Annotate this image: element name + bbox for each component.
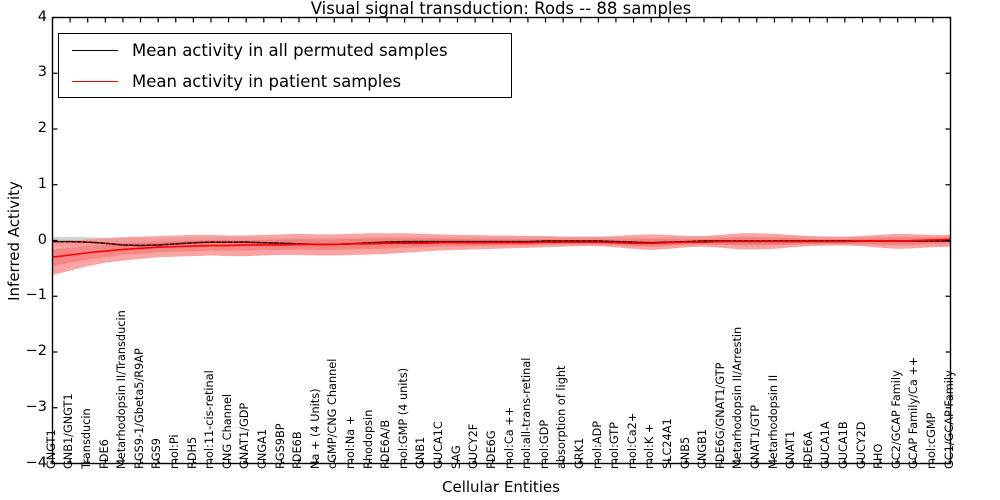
legend-item-permuted: Mean activity in all permuted samples <box>59 34 448 66</box>
y-tick-label: 4 <box>37 8 47 25</box>
legend-swatch-patient <box>72 80 118 82</box>
y-tick-label: 0 <box>37 231 47 248</box>
y-tick-label: −1 <box>25 287 47 304</box>
y-tick-label: −3 <box>25 398 47 415</box>
patient-dotted-overlay <box>52 240 951 247</box>
legend-swatch-permuted <box>72 49 118 51</box>
y-tick-label: −2 <box>25 343 47 359</box>
y-tick-label: 2 <box>37 120 47 136</box>
y-tick-label: 3 <box>37 64 47 81</box>
legend-label-permuted: Mean activity in all permuted samples <box>132 40 448 60</box>
legend-item-patient: Mean activity in patient samples <box>59 65 401 97</box>
y-tick-label: −4 <box>25 454 47 471</box>
y-tick-labels: 4 3 2 1 0 −1 −2 −3 −4 <box>0 0 47 500</box>
legend-label-patient: Mean activity in patient samples <box>132 71 402 91</box>
y-tick-label: 1 <box>37 175 47 192</box>
x-axis-label: Cellular Entities <box>442 478 560 496</box>
chart-title: Visual signal transduction: Rods -- 88 s… <box>310 0 692 18</box>
chart-legend: Mean activity in all permuted samples Me… <box>58 33 512 98</box>
